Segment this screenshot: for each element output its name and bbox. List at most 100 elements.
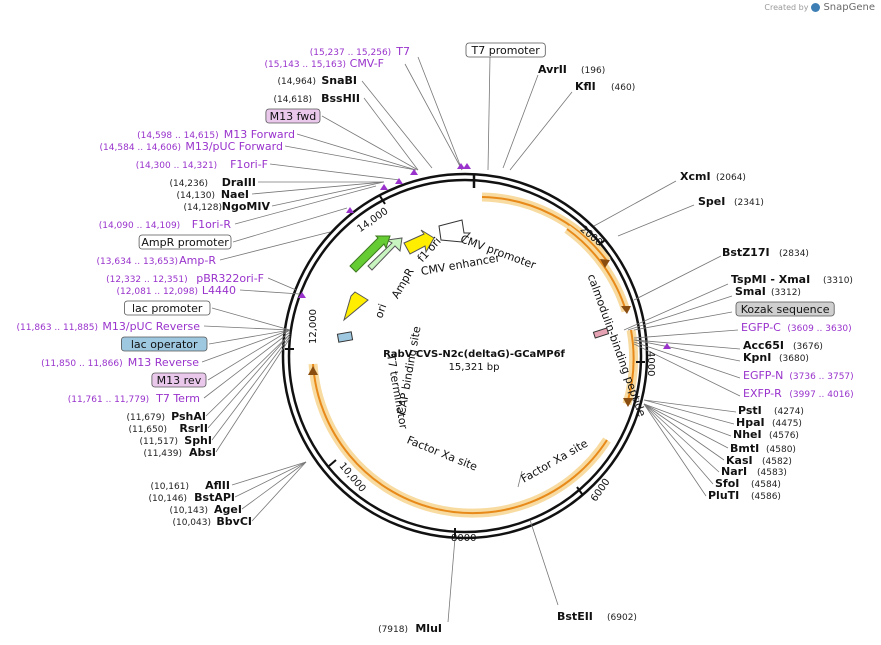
factor-xa-site-label-left: Factor Xa site xyxy=(405,434,479,474)
label-naei: NaeI (14,130) xyxy=(176,188,249,201)
f1-ori-arrow xyxy=(403,229,435,255)
label-agei: AgeI (10,143) xyxy=(169,503,242,516)
pos-l4440: (12,081 .. 12,098) xyxy=(117,287,198,297)
pos-naei: (14,130) xyxy=(176,191,215,201)
tag-box-m13-rev xyxy=(151,372,207,388)
label-m13-puc-reverse: M13/pUC Reverse(11,863 .. 11,885) xyxy=(17,320,201,333)
label-pbr322ori-f: pBR322ori-F(12,332 .. 12,351) xyxy=(106,272,264,285)
pos-psti: (4274) xyxy=(774,407,804,417)
pos-f1ori-r: (14,090 .. 14,109) xyxy=(99,221,180,231)
outer-labels: T7(15,237 .. 15,256)CMV-F(15,143 .. 15,1… xyxy=(17,42,854,635)
name-kfli: KflI xyxy=(575,80,596,93)
name-agei: AgeI xyxy=(214,503,242,516)
snapgene-brand: SnapGene xyxy=(823,2,875,13)
ori-arrow xyxy=(343,291,369,322)
plasmid-size: 15,321 bp xyxy=(449,362,500,373)
pos-egfp-c: (3609 .. 3630) xyxy=(787,324,851,334)
label-m13-reverse: M13 Reverse(11,850 .. 11,866) xyxy=(41,356,199,369)
label-snabi: SnaBI(14,964) xyxy=(277,74,357,87)
created-by-text: Created by xyxy=(764,3,809,12)
name-spei: SpeI xyxy=(698,195,725,208)
pos-tspmi-xmai: (3310) xyxy=(823,276,853,286)
name-pbr322ori-f: pBR322ori-F xyxy=(196,272,264,285)
primer-markers xyxy=(298,163,671,349)
name-acc65i: Acc65I xyxy=(743,339,784,352)
label-egfp-n: EGFP-N(3736 .. 3757) xyxy=(743,369,854,382)
label-draiii: DraIII(14,236) xyxy=(169,176,256,189)
pos-pshai: (11,679) xyxy=(126,413,165,423)
label-m13-forward: M13 Forward (14,598 .. 14,615) xyxy=(137,128,295,141)
pos-nhei: (4576) xyxy=(769,431,799,441)
label-sphi: SphI(11,517) xyxy=(139,434,212,447)
feature-bands xyxy=(308,192,639,518)
tick-label-6000: 6000 xyxy=(589,477,613,504)
pos-bbvci: (10,043) xyxy=(172,518,211,528)
name-f1ori-r: F1ori-R xyxy=(192,218,232,231)
tick-label-14000: 14,000 xyxy=(355,206,390,235)
pos-absi: (11,439) xyxy=(143,449,182,459)
label-aflii: AflII(10,161) xyxy=(150,479,230,492)
tag-text-t7-promoter: T7 promoter xyxy=(471,44,541,57)
label-bstz17i: BstZ17I (2834) xyxy=(722,246,809,259)
label-nari: NarI(4583) xyxy=(721,465,787,478)
pos-cmv-f: (15,143 .. 15,163) xyxy=(265,60,346,70)
tag-box-kozak-sequence xyxy=(735,301,835,317)
pos-egfp-n: (3736 .. 3757) xyxy=(789,372,853,382)
label-m13-fwd: M13 fwd xyxy=(265,108,321,124)
label-bmti: BmtI(4580) xyxy=(730,442,796,455)
name-bstapi: BstAPI xyxy=(194,491,235,504)
name-nhei: NheI xyxy=(733,428,762,441)
pos-t7-term: (11,761 .. 11,779) xyxy=(68,395,149,405)
label-m13-puc-forward: M13/pUC Forward(14,584 .. 14,606) xyxy=(100,140,283,153)
ampr-arrow xyxy=(367,237,403,271)
label-l4440: L4440(12,081 .. 12,098) xyxy=(117,284,236,297)
pos-agei: (10,143) xyxy=(169,506,208,516)
label-egfp-c: EGFP-C (3609 .. 3630) xyxy=(741,321,852,334)
label-kpni: KpnI(3680) xyxy=(743,351,809,364)
label-lac-operator: lac operator xyxy=(121,336,208,352)
pos-f1ori-f: (14,300 .. 14,321) xyxy=(136,161,217,171)
tag-text-m13-rev: M13 rev xyxy=(157,374,202,387)
tick-label-8000: 8000 xyxy=(451,533,476,544)
name-smai: SmaI xyxy=(735,285,766,298)
label-bstapi: BstAPI(10,146) xyxy=(148,491,235,504)
pos-pluti: (4586) xyxy=(751,492,781,502)
label-ampr-promoter: AmpR promoter xyxy=(138,234,232,250)
name-m13-forward: M13 Forward xyxy=(224,128,295,141)
name-kpni: KpnI xyxy=(743,351,771,364)
label-lac-promoter: lac promoter xyxy=(124,300,211,316)
name-tspmi-xmai: TspMI - XmaI xyxy=(731,273,810,286)
tag-text-ampr-promoter: AmpR promoter xyxy=(141,236,229,249)
label-bbvci: BbvCI (10,043) xyxy=(172,515,252,528)
ori-label: ori xyxy=(372,302,389,320)
label-rsrii: RsrII(11,650) xyxy=(128,422,208,435)
tag-text-kozak-sequence: Kozak sequence xyxy=(741,303,830,316)
label-mlui: MluI(7918) xyxy=(378,622,442,635)
name-bstz17i: BstZ17I xyxy=(722,246,770,259)
label-kfli: KflI(460) xyxy=(575,80,635,93)
pos-bstz17i: (2834) xyxy=(779,249,809,259)
name-pluti: PluTI xyxy=(708,489,739,502)
name-mlui: MluI xyxy=(415,622,442,635)
name-sphi: SphI xyxy=(184,434,212,447)
label-ngomiv: NgoMIV(14,128) xyxy=(183,200,270,213)
pos-m13-puc-reverse: (11,863 .. 11,885) xyxy=(17,323,98,333)
name-bbvci: BbvCI xyxy=(216,515,252,528)
name-m13-puc-forward: M13/pUC Forward xyxy=(185,140,283,153)
label-exfp-r: EXFP-R(3997 .. 4016) xyxy=(743,387,854,400)
name-ngomiv: NgoMIV xyxy=(222,200,271,213)
tag-box-lac-promoter xyxy=(124,300,211,316)
pos-m13-forward: (14,598 .. 14,615) xyxy=(137,131,218,141)
pos-acc65i: (3676) xyxy=(793,342,823,352)
name-draiii: DraIII xyxy=(222,176,256,189)
name-naei: NaeI xyxy=(221,188,249,201)
pos-avrii: (196) xyxy=(581,66,605,76)
name-egfp-c: EGFP-C xyxy=(741,321,781,334)
name-exfp-r: EXFP-R xyxy=(743,387,782,400)
plasmid-name: RabV CVS-N2c(deltaG)-GCaMP6f xyxy=(383,349,565,360)
label-kasi: KasI(4582) xyxy=(726,454,792,467)
label-kozak-sequence: Kozak sequence xyxy=(735,301,835,317)
name-sfoi: SfoI xyxy=(715,477,739,490)
label-sfoi: SfoI(4584) xyxy=(715,477,781,490)
